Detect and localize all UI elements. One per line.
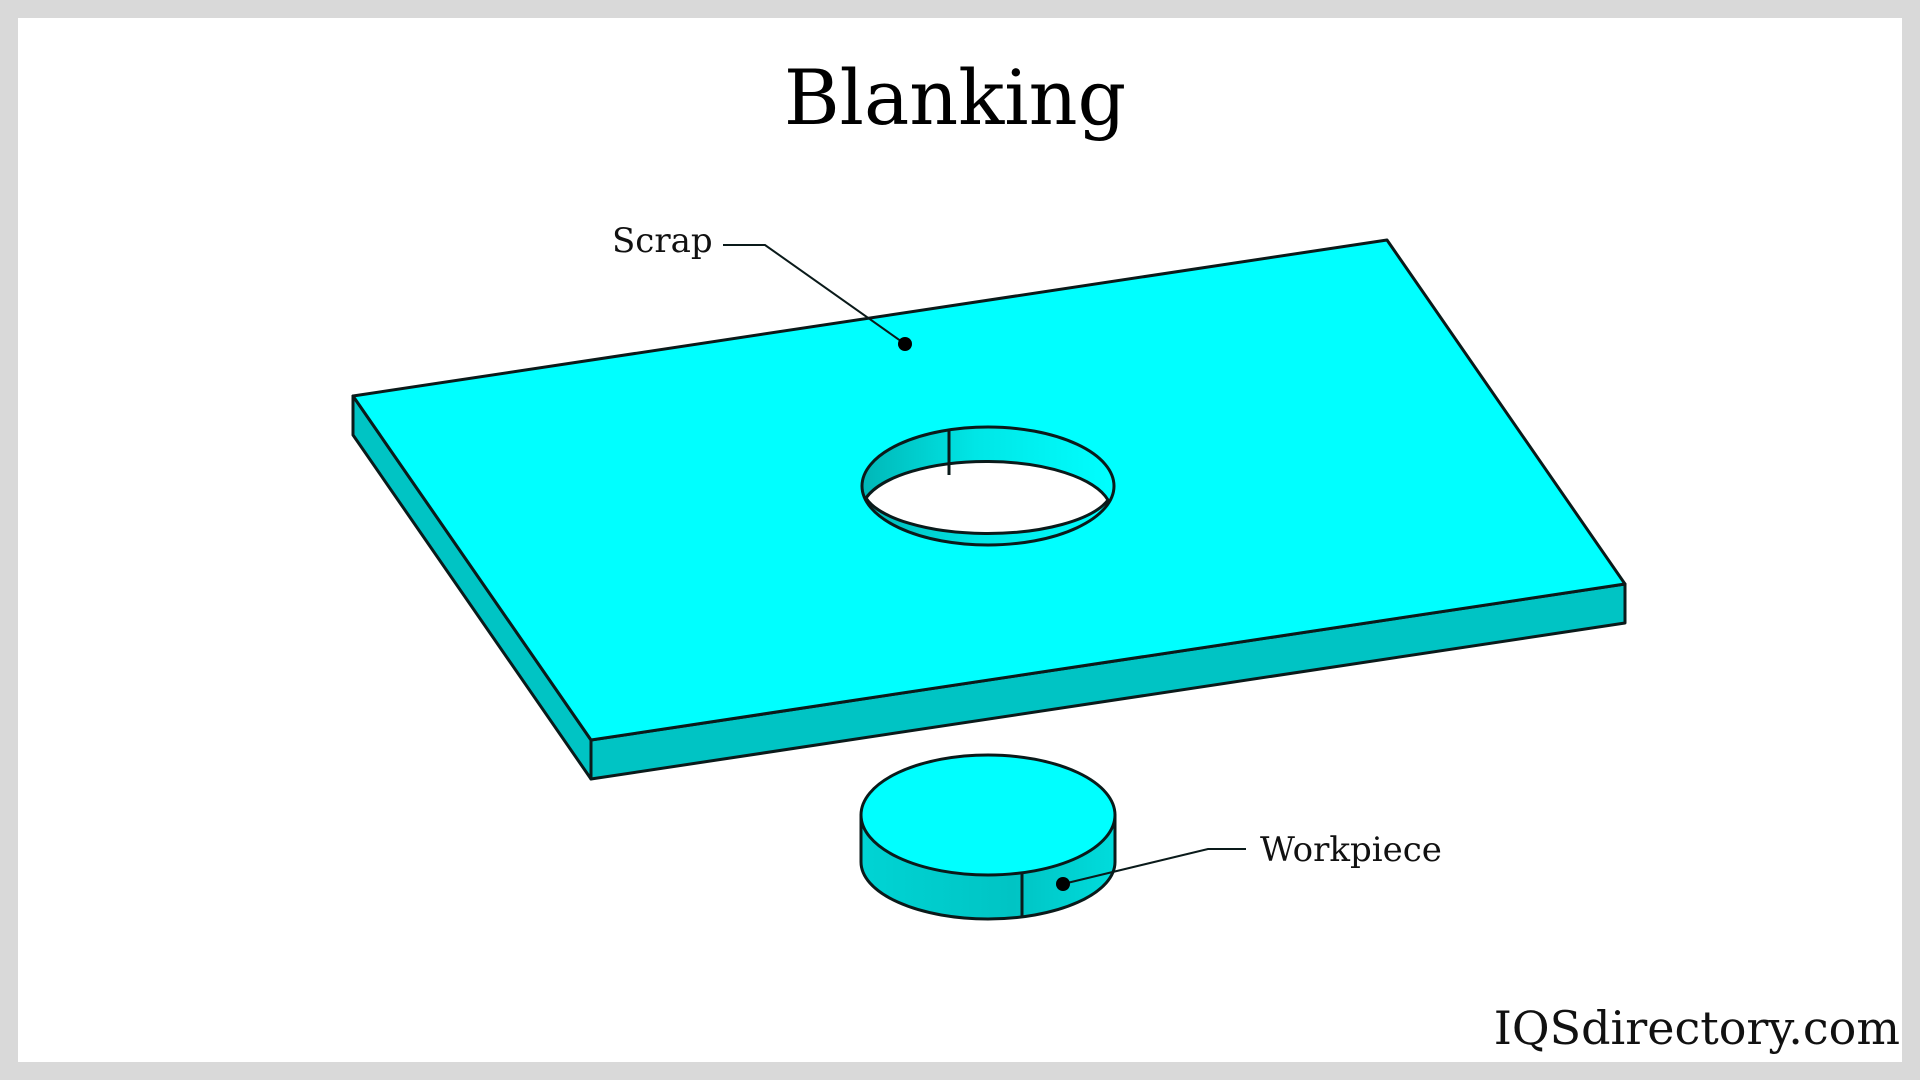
- diagram-title: Blanking: [784, 53, 1126, 142]
- scrap-label: Scrap: [612, 221, 713, 261]
- scrap-sheet: [351, 238, 1627, 781]
- workpiece-leader-line: [1062, 848, 1246, 885]
- watermark-text: IQSdirectory.com: [1494, 1001, 1900, 1055]
- disc-top-face: [859, 753, 1117, 877]
- workpiece-label: Workpiece: [1260, 830, 1442, 870]
- workpiece-leader-dot: [1056, 877, 1070, 891]
- sheet-hole: [860, 425, 1116, 547]
- scrap-leader-line: [723, 244, 906, 345]
- hole-through: [864, 460, 1110, 535]
- workpiece-disc: [859, 753, 1117, 921]
- scrap-leader-dot: [898, 337, 912, 351]
